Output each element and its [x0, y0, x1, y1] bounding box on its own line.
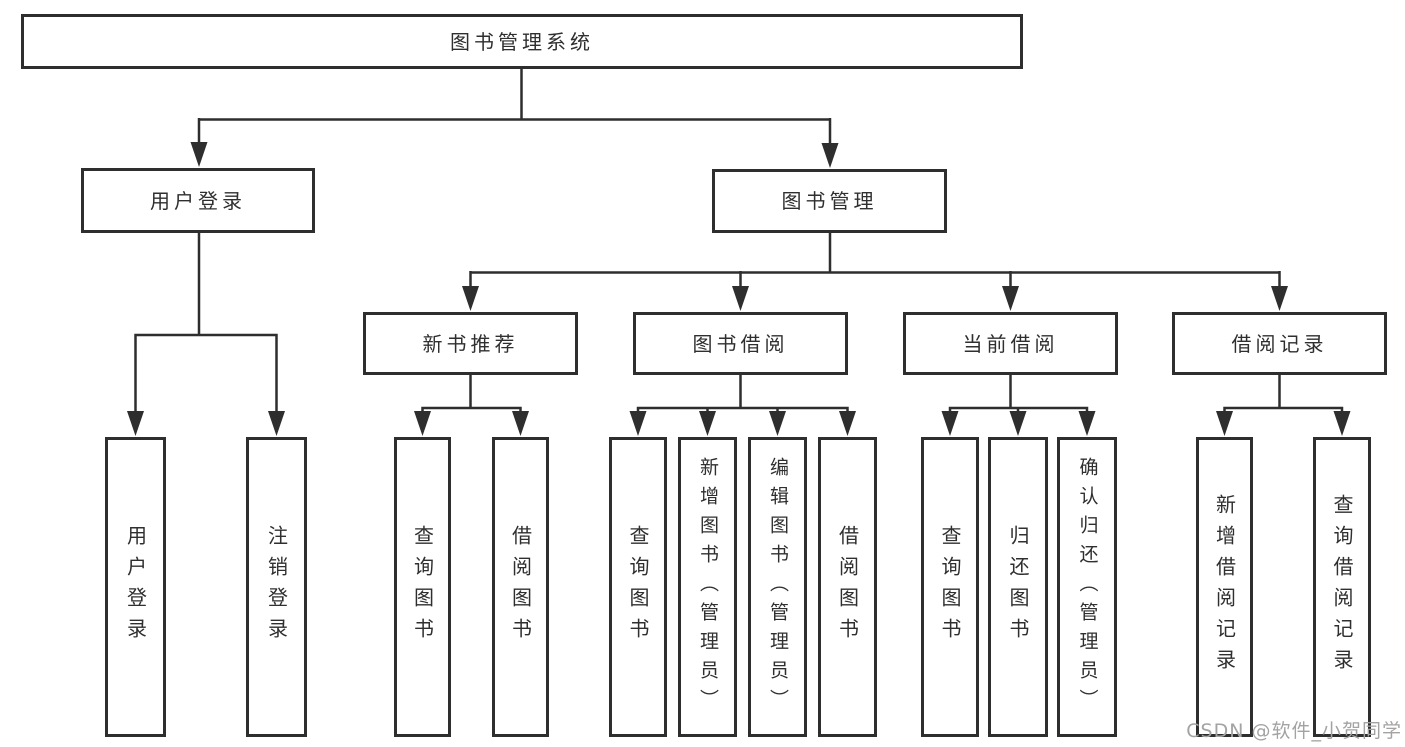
node-library-management-system: 图书管理系统	[21, 14, 1023, 69]
leaf-borrow-books-recommend: 借阅图书	[492, 437, 549, 737]
node-user-login: 用户登录	[81, 168, 315, 233]
leaf-return-books: 归还图书	[988, 437, 1048, 737]
leaf-add-borrow-record: 新增借阅记录	[1196, 437, 1253, 737]
node-current-borrowing: 当前借阅	[903, 312, 1118, 375]
leaf-query-books-recommend: 查询图书	[394, 437, 451, 737]
node-book-borrowing: 图书借阅	[633, 312, 848, 375]
leaf-query-borrow-record: 查询借阅记录	[1313, 437, 1371, 737]
leaf-edit-book-admin: 编辑图书（管理员）	[748, 437, 807, 737]
node-book-management: 图书管理	[712, 169, 947, 233]
leaf-add-book-admin: 新增图书（管理员）	[678, 437, 737, 737]
leaf-logout: 注销登录	[246, 437, 307, 737]
leaf-query-books-current: 查询图书	[921, 437, 979, 737]
csdn-watermark: CSDN @软件_小贺同学	[1186, 720, 1402, 742]
leaf-query-books-borrow: 查询图书	[609, 437, 667, 737]
leaf-confirm-return-admin: 确认归还（管理员）	[1057, 437, 1117, 737]
leaf-user-login: 用户登录	[105, 437, 166, 737]
node-new-book-recommend: 新书推荐	[363, 312, 578, 375]
leaf-borrow-books: 借阅图书	[818, 437, 877, 737]
node-borrowing-records: 借阅记录	[1172, 312, 1387, 375]
